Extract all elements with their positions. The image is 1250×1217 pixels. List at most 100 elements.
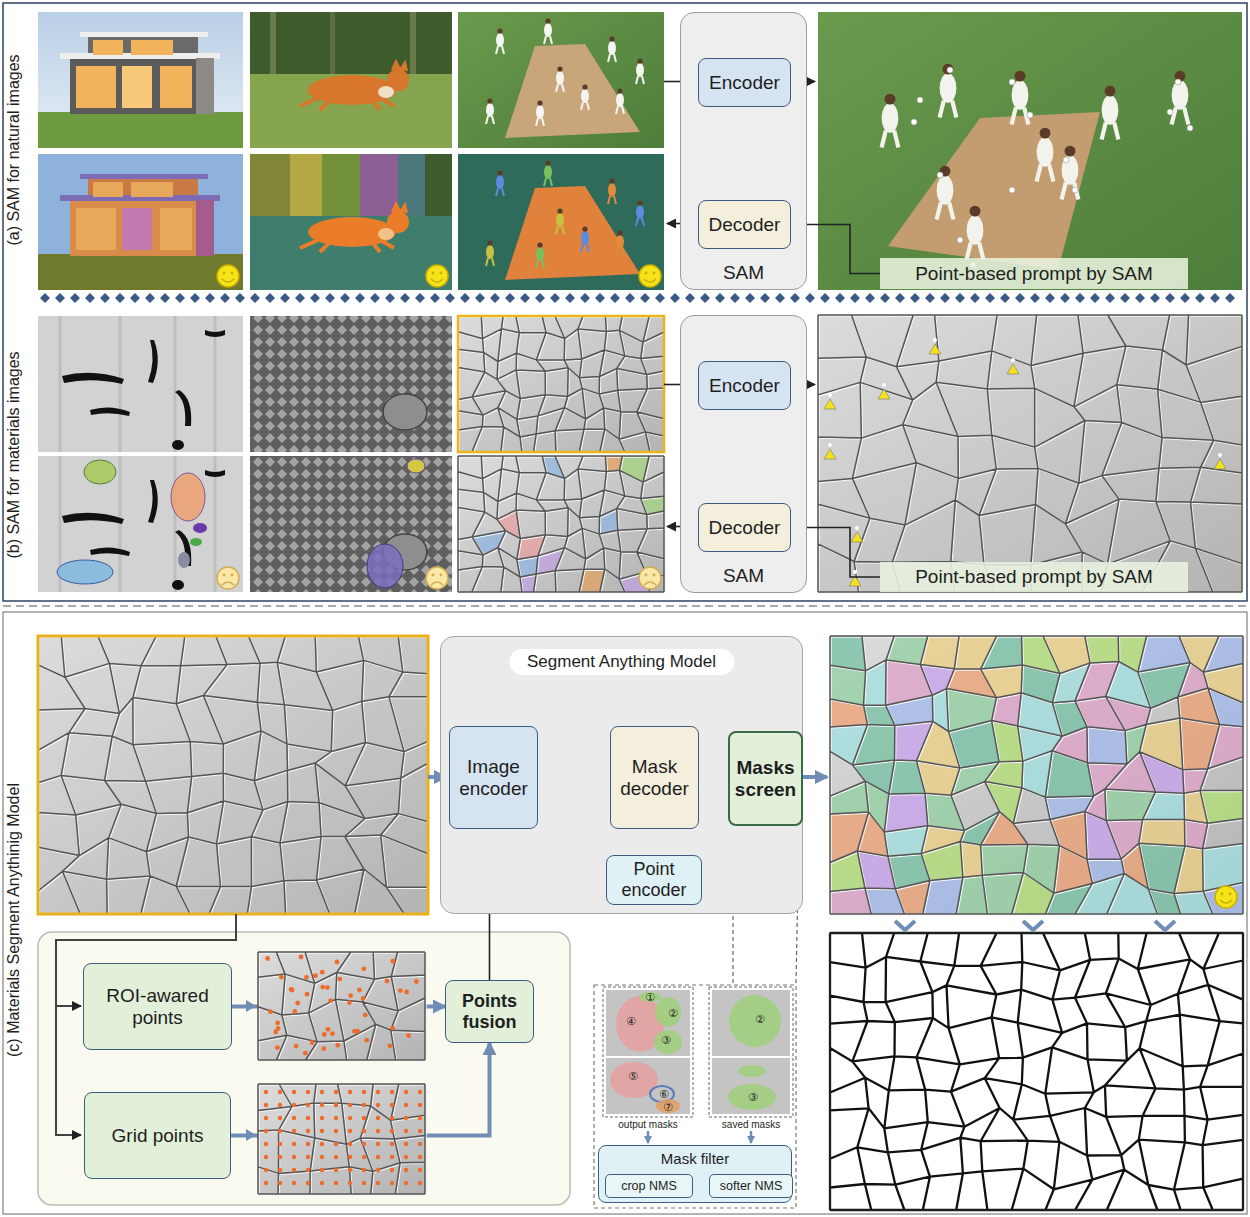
illustration-shape (340, 293, 350, 303)
illustration-shape (835, 293, 845, 303)
illustration-shape (407, 459, 425, 473)
illustration-shape (1102, 123, 1119, 140)
callout-number: ⑦ (663, 1101, 673, 1114)
illustration-shape (610, 293, 620, 303)
illustration-shape (376, 1155, 380, 1159)
node-text: Mask decoder (616, 756, 693, 800)
illustration-shape (172, 440, 184, 450)
illustration-shape (38, 254, 243, 290)
illustration-shape (335, 960, 340, 965)
panel-region: (b) SAM for materials imagesSAMEncoderDe… (0, 302, 1250, 602)
illustration-shape (410, 12, 416, 74)
illustration-shape (376, 1168, 380, 1172)
illustration-shape (981, 812, 1028, 845)
illustration-shape (426, 265, 448, 287)
illustration-shape (544, 23, 552, 37)
illustration-shape (458, 12, 664, 148)
illustration-shape (38, 154, 243, 290)
illustration-shape (348, 1142, 352, 1146)
illustration-shape (357, 988, 362, 993)
node-text: SAM (681, 565, 806, 587)
illustration-shape (348, 1168, 352, 1172)
illustration-shape (636, 63, 644, 77)
illustration-shape (616, 235, 624, 249)
illustration-shape (306, 1090, 310, 1094)
illustration-shape (1210, 293, 1220, 303)
illustration-shape (1139, 820, 1185, 847)
illustration-shape (404, 1168, 408, 1172)
illustration-shape (445, 293, 455, 303)
illustration-shape (250, 293, 260, 303)
illustration-shape (360, 154, 398, 216)
illustration-shape (250, 216, 452, 290)
illustration-shape (850, 293, 860, 303)
illustration-shape (404, 990, 409, 995)
illustration-shape (910, 293, 920, 303)
illustration-shape (418, 1103, 422, 1107)
illustration-shape (390, 1026, 395, 1031)
illustration-shape (653, 272, 656, 275)
illustration-shape (223, 574, 226, 577)
illustration-shape (1175, 79, 1181, 85)
illustration-shape (325, 985, 330, 990)
illustration-shape (824, 399, 836, 409)
illustration-shape (320, 985, 325, 990)
illustration-shape (545, 160, 550, 165)
illustration-shape (745, 293, 755, 303)
illustration-shape (278, 1155, 282, 1159)
illustration-shape (265, 293, 275, 303)
callout-number: ③ (748, 1091, 758, 1104)
illustration-shape (264, 1168, 268, 1172)
illustration-shape (361, 966, 366, 971)
illustration-shape (1187, 125, 1193, 131)
illustration-shape (246, 1129, 256, 1141)
illustration-shape (290, 988, 295, 993)
illustration-shape (556, 71, 564, 85)
illustration-shape (205, 293, 215, 303)
illustration-shape (955, 293, 965, 303)
illustration-shape (275, 1045, 280, 1050)
illustration-shape (431, 279, 443, 282)
illustration-shape (57, 560, 113, 584)
illustration-shape (3, 3, 1247, 601)
illustration-shape (985, 293, 995, 303)
illustration-shape (738, 1065, 766, 1077)
illustration-shape (475, 293, 485, 303)
illustration-shape (278, 1116, 282, 1120)
illustration-shape (258, 1084, 425, 1194)
illustration-shape (1012, 80, 1029, 109)
illustration-shape (426, 567, 448, 589)
illustration-shape (1062, 183, 1079, 200)
illustration-shape (882, 103, 899, 132)
illustration-shape (196, 58, 214, 114)
callout-number: ② (755, 1013, 765, 1026)
node-text: Segment Anything Model (509, 649, 734, 675)
illustration-shape (362, 1168, 366, 1172)
illustration-shape (1009, 187, 1015, 193)
illustration-shape (625, 293, 635, 303)
illustration-shape (171, 473, 205, 521)
node-text: Decoder (709, 517, 781, 539)
illustration-shape (38, 316, 243, 452)
illustration-shape (852, 724, 894, 765)
illustration-shape (830, 933, 1243, 1210)
illustration-shape (880, 293, 890, 303)
illustration-shape (93, 182, 123, 197)
illustration-shape (364, 1038, 369, 1043)
illustration-shape (609, 36, 614, 41)
illustration-shape (404, 1103, 408, 1107)
illustration-shape (505, 186, 640, 280)
encoder-box: Encoder (698, 361, 791, 410)
illustration-shape (580, 293, 590, 303)
illustration-shape (1015, 293, 1025, 303)
illustration-shape (486, 245, 494, 259)
illustration-shape (1105, 86, 1116, 97)
illustration-shape (1150, 293, 1160, 303)
illustration-shape (878, 389, 890, 399)
illustration-shape (418, 1129, 422, 1133)
illustration-shape (292, 1129, 296, 1133)
illustration-shape (967, 243, 984, 260)
illustration-shape (981, 844, 1028, 875)
illustration-shape (1015, 71, 1026, 82)
